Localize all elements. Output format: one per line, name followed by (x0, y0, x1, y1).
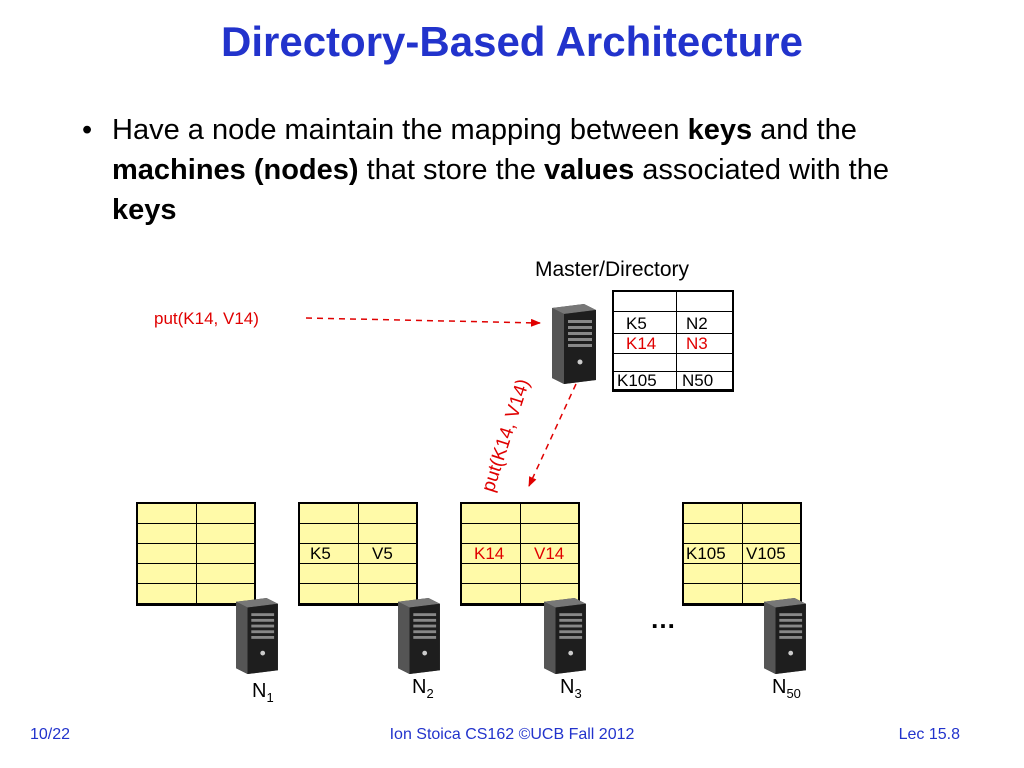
directory-row: K14 N3 (614, 334, 732, 354)
directory-row: K5 N2 (614, 312, 732, 334)
directory-row (614, 354, 732, 372)
master-server-icon (552, 304, 596, 384)
directory-table: K5 N2 K14 N3 K105 N50 (612, 290, 734, 392)
forward-arrow (528, 383, 577, 487)
footer-course: Ion Stoica CS162 ©UCB Fall 2012 (389, 726, 635, 743)
directory-column-divider (676, 292, 677, 390)
directory-row: K105 N50 (614, 372, 732, 390)
node-key: K14 (474, 544, 505, 563)
server-icon (236, 598, 278, 674)
server-icon (398, 598, 440, 674)
node-value: V105 (746, 544, 786, 563)
node-value: V5 (372, 544, 393, 563)
directory-node: N3 (686, 334, 708, 353)
directory-key: K5 (626, 314, 647, 333)
node-table-n50: K105 V105 (682, 502, 802, 606)
footer-slide-number: 10/22 (30, 726, 71, 743)
bullet-part: machines (nodes) (112, 154, 359, 186)
server-icon (764, 598, 806, 674)
node-label-n50: N50 (772, 676, 801, 701)
node-table-n1 (136, 502, 256, 606)
node-value: V14 (534, 544, 565, 563)
ellipsis: … (650, 604, 676, 634)
directory-key: K105 (617, 371, 657, 390)
bullet-part: Have a node maintain the mapping between (112, 114, 688, 146)
bullet-part: values (543, 154, 635, 186)
request-arrow (305, 317, 541, 327)
slide-title: Directory-Based Architecture (221, 18, 803, 65)
node-label-n2: N2 (412, 676, 434, 701)
bullet-part: keys (112, 194, 177, 226)
master-directory-label: Master/Directory (535, 258, 690, 281)
node-table-n2: K5 V5 (298, 502, 418, 606)
node-table-n3: K14 V14 (460, 502, 580, 606)
server-icon (544, 598, 586, 674)
put-request-label: put(K14, V14) (154, 309, 259, 328)
bullet-part: that store the (358, 154, 544, 186)
node-label-n3: N3 (560, 676, 582, 701)
bullet-text: Have a node maintain the mapping between… (112, 110, 952, 230)
bullet-part: keys (687, 114, 753, 146)
directory-node: N50 (682, 371, 714, 390)
node-label-n1: N1 (252, 680, 274, 705)
directory-node: N2 (686, 314, 708, 333)
directory-row (614, 292, 732, 312)
bullet-part: associated with the (634, 154, 889, 186)
node-key: K105 (686, 544, 726, 563)
bullet-symbol: • (82, 114, 93, 146)
node-key: K5 (310, 544, 331, 563)
footer-lecture: Lec 15.8 (898, 726, 960, 743)
bullet-part: and the (752, 114, 857, 146)
directory-key: K14 (626, 334, 657, 353)
